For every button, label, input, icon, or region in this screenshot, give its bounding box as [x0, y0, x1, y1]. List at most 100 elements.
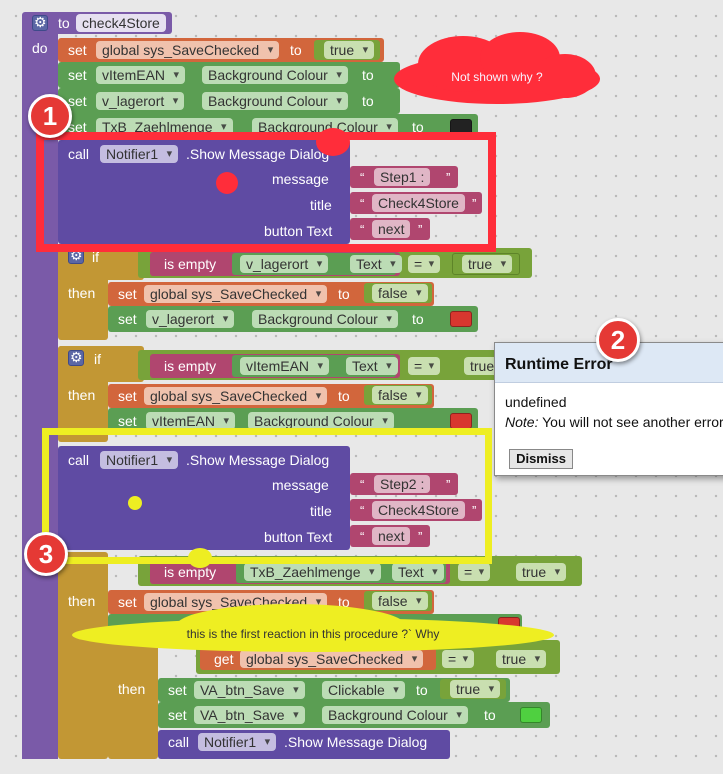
- to-keyword: to: [412, 311, 424, 327]
- true-dropdown[interactable]: true: [462, 255, 513, 273]
- quote-close: ”: [446, 170, 451, 185]
- message-text-field[interactable]: Step1 :: [374, 168, 431, 186]
- operator-dropdown[interactable]: =: [442, 650, 475, 668]
- color-swatch-red[interactable]: [450, 413, 472, 429]
- yellow-cloud-callout: this is the first reaction in this proce…: [72, 604, 554, 652]
- dismiss-button[interactable]: Dismiss: [509, 449, 573, 469]
- quote-open: “: [360, 477, 365, 492]
- then-keyword: then: [68, 593, 96, 609]
- component-dropdown[interactable]: v_lagerort: [96, 92, 185, 110]
- quote-open: “: [360, 196, 365, 211]
- property-dropdown[interactable]: Background Colour: [322, 706, 468, 724]
- variable-dropdown[interactable]: global sys_SaveChecked: [144, 285, 328, 303]
- button-text-label: button Text: [264, 223, 333, 239]
- set-keyword: set: [68, 67, 87, 83]
- gear-icon[interactable]: [32, 14, 48, 31]
- if-block[interactable]: [108, 640, 158, 759]
- notifier-dropdown[interactable]: Notifier1: [100, 145, 179, 163]
- component-dropdown[interactable]: TxB_Zaehlmenge: [244, 563, 381, 581]
- variable-dropdown[interactable]: global sys_SaveChecked: [144, 387, 328, 405]
- component-dropdown[interactable]: vItemEAN: [96, 66, 186, 84]
- notifier-dropdown[interactable]: Notifier1: [198, 733, 277, 751]
- to-keyword: to: [362, 67, 374, 83]
- quote-open: “: [360, 529, 365, 544]
- set-keyword: set: [118, 286, 137, 302]
- true-dropdown[interactable]: true: [516, 563, 567, 581]
- if-keyword: if: [94, 351, 101, 367]
- true-dropdown[interactable]: true: [450, 680, 501, 698]
- component-dropdown[interactable]: VA_btn_Save: [194, 681, 305, 699]
- yellow-highlight-frame: [42, 428, 492, 564]
- property-dropdown[interactable]: Text: [346, 357, 398, 375]
- property-dropdown[interactable]: Background Colour: [202, 66, 348, 84]
- property-dropdown[interactable]: Text: [392, 563, 444, 581]
- property-dropdown[interactable]: Text: [350, 255, 402, 273]
- property-dropdown[interactable]: Background Colour: [252, 118, 398, 136]
- procedure-to-keyword: to: [58, 15, 70, 31]
- then-keyword: then: [118, 681, 146, 697]
- variable-dropdown[interactable]: global sys_SaveChecked: [240, 650, 424, 668]
- title-text-field[interactable]: Check4Store: [372, 501, 465, 519]
- message-text-field[interactable]: Step2 :: [374, 475, 431, 493]
- quote-open: “: [360, 170, 365, 185]
- color-swatch-red[interactable]: [450, 311, 472, 327]
- note-label: Note:: [505, 414, 539, 430]
- red-marker-dot: [216, 172, 238, 194]
- title-text-field[interactable]: Check4Store: [372, 194, 465, 212]
- set-keyword: set: [118, 594, 137, 610]
- button-text-label: button Text: [264, 529, 333, 545]
- component-dropdown[interactable]: TxB_Zaehlmenge: [96, 118, 233, 136]
- note-text: You will not see another error: [538, 414, 723, 430]
- operator-dropdown[interactable]: =: [458, 563, 491, 581]
- quote-close: ”: [446, 477, 451, 492]
- quote-close: ”: [418, 529, 423, 544]
- title-label: title: [310, 503, 332, 519]
- to-keyword: to: [416, 682, 428, 698]
- false-dropdown[interactable]: false: [372, 284, 428, 302]
- color-swatch-green[interactable]: [520, 707, 542, 723]
- component-dropdown[interactable]: v_lagerort: [240, 255, 329, 273]
- button-text-field[interactable]: next: [372, 527, 411, 545]
- property-dropdown[interactable]: Background Colour: [248, 412, 394, 430]
- notifier-dropdown[interactable]: Notifier1: [100, 451, 179, 469]
- to-keyword: to: [290, 42, 302, 58]
- component-dropdown[interactable]: vItemEAN: [146, 412, 236, 430]
- operator-dropdown[interactable]: =: [408, 255, 441, 273]
- set-keyword: set: [68, 42, 87, 58]
- true-dropdown[interactable]: true: [324, 41, 375, 59]
- then-keyword: then: [68, 387, 96, 403]
- procedure-name-field[interactable]: check4Store: [76, 14, 166, 32]
- step-badge: 2: [596, 318, 640, 362]
- red-cloud-text: Not shown why ?: [451, 70, 543, 84]
- message-label: message: [272, 477, 329, 493]
- procedure-do-keyword: do: [32, 40, 48, 56]
- is-empty-keyword: is empty: [164, 256, 217, 272]
- get-keyword: get: [214, 651, 234, 667]
- property-dropdown[interactable]: Background Colour: [202, 92, 348, 110]
- variable-dropdown[interactable]: global sys_SaveChecked: [96, 41, 280, 59]
- true-dropdown[interactable]: true: [496, 650, 547, 668]
- to-keyword: to: [338, 286, 350, 302]
- button-text-field[interactable]: next: [372, 220, 411, 238]
- property-dropdown[interactable]: Background Colour: [252, 310, 398, 328]
- false-dropdown[interactable]: false: [372, 386, 428, 404]
- if-block[interactable]: [58, 552, 108, 759]
- red-cloud-callout: Not shown why ?: [394, 32, 600, 106]
- method-name: .Show Message Dialog: [284, 734, 428, 750]
- property-dropdown[interactable]: Clickable: [322, 681, 405, 699]
- error-message: undefined: [505, 394, 567, 410]
- false-dropdown[interactable]: false: [372, 592, 428, 610]
- title-label: title: [310, 197, 332, 213]
- to-keyword: to: [362, 93, 374, 109]
- step-badge: 1: [28, 94, 72, 138]
- quote-close: ”: [472, 196, 477, 211]
- gear-icon[interactable]: [68, 349, 84, 366]
- if-keyword: if: [92, 249, 99, 265]
- component-dropdown[interactable]: vItemEAN: [240, 357, 330, 375]
- component-dropdown[interactable]: v_lagerort: [146, 310, 235, 328]
- operator-dropdown[interactable]: =: [408, 357, 441, 375]
- component-dropdown[interactable]: VA_btn_Save: [194, 706, 305, 724]
- error-note: Note: You will not see another error: [505, 414, 723, 430]
- red-marker-dot: [316, 128, 350, 156]
